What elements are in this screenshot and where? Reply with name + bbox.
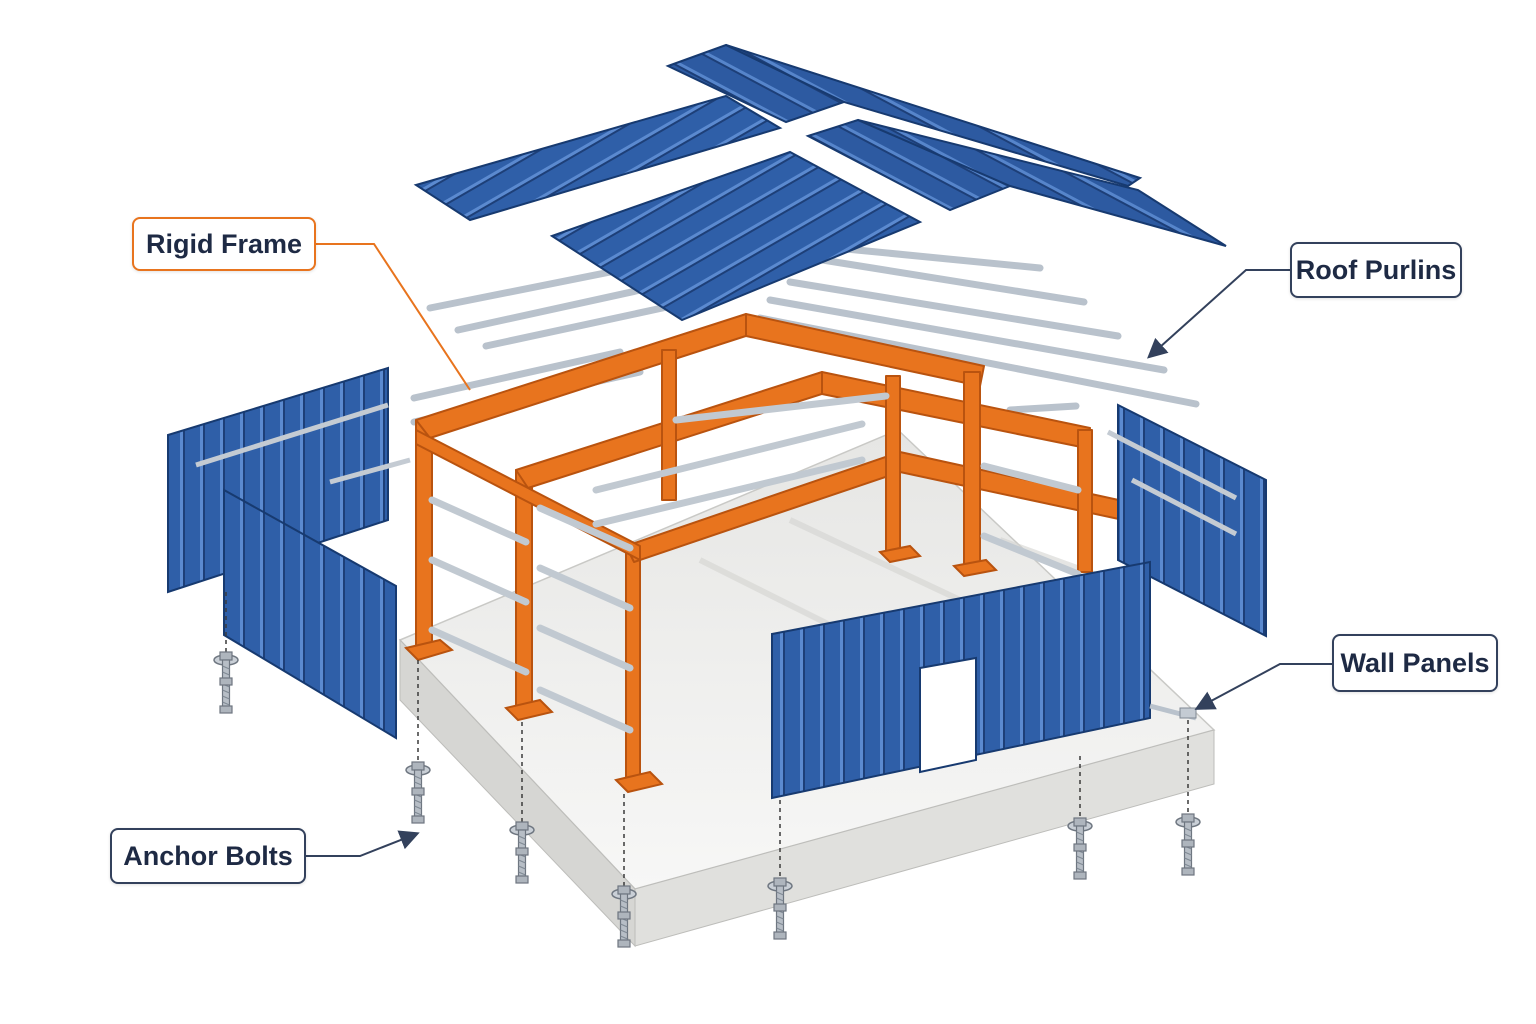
anchor-bolt-icon	[509, 821, 535, 884]
wall-panel-left-front	[223, 488, 397, 740]
wall-panel-front	[771, 560, 1197, 800]
callout-rigid-frame-text: Rigid Frame	[145, 228, 303, 259]
base-plates	[404, 544, 999, 794]
anchor-bolts	[213, 651, 1201, 948]
callout-anchor-bolts: Anchor Bolts	[110, 828, 306, 884]
callout-rigid-frame: Rigid Frame	[132, 217, 316, 271]
leader-rigid-frame	[316, 243, 471, 391]
leader-lines	[306, 243, 1332, 857]
callout-roof-purlins-text: Roof Purlins	[1295, 254, 1457, 285]
callout-roof-purlins: Roof Purlins	[1290, 242, 1462, 298]
alignment-guides	[225, 592, 1189, 894]
wall-girts	[428, 392, 1082, 734]
callout-wall-panels-text: Wall Panels	[1340, 647, 1490, 678]
leader-wall-panels	[1194, 663, 1332, 710]
callout-anchor-bolts-text: Anchor Bolts	[123, 840, 293, 871]
roof-panels	[413, 43, 1227, 322]
anchor-bolt-icon	[1067, 817, 1093, 880]
wall-panel-right-back	[1106, 403, 1267, 638]
anchor-bolt-icon	[405, 761, 431, 824]
anchor-bolt-icon	[767, 877, 793, 940]
anchor-bolt-icon	[213, 651, 239, 714]
callout-wall-panels: Wall Panels	[1332, 634, 1498, 692]
leader-roof-purlins	[1147, 269, 1290, 359]
anchor-bolt-icon	[611, 885, 637, 948]
anchor-bolt-icon	[1175, 813, 1201, 876]
leader-anchor-bolts	[306, 830, 420, 857]
